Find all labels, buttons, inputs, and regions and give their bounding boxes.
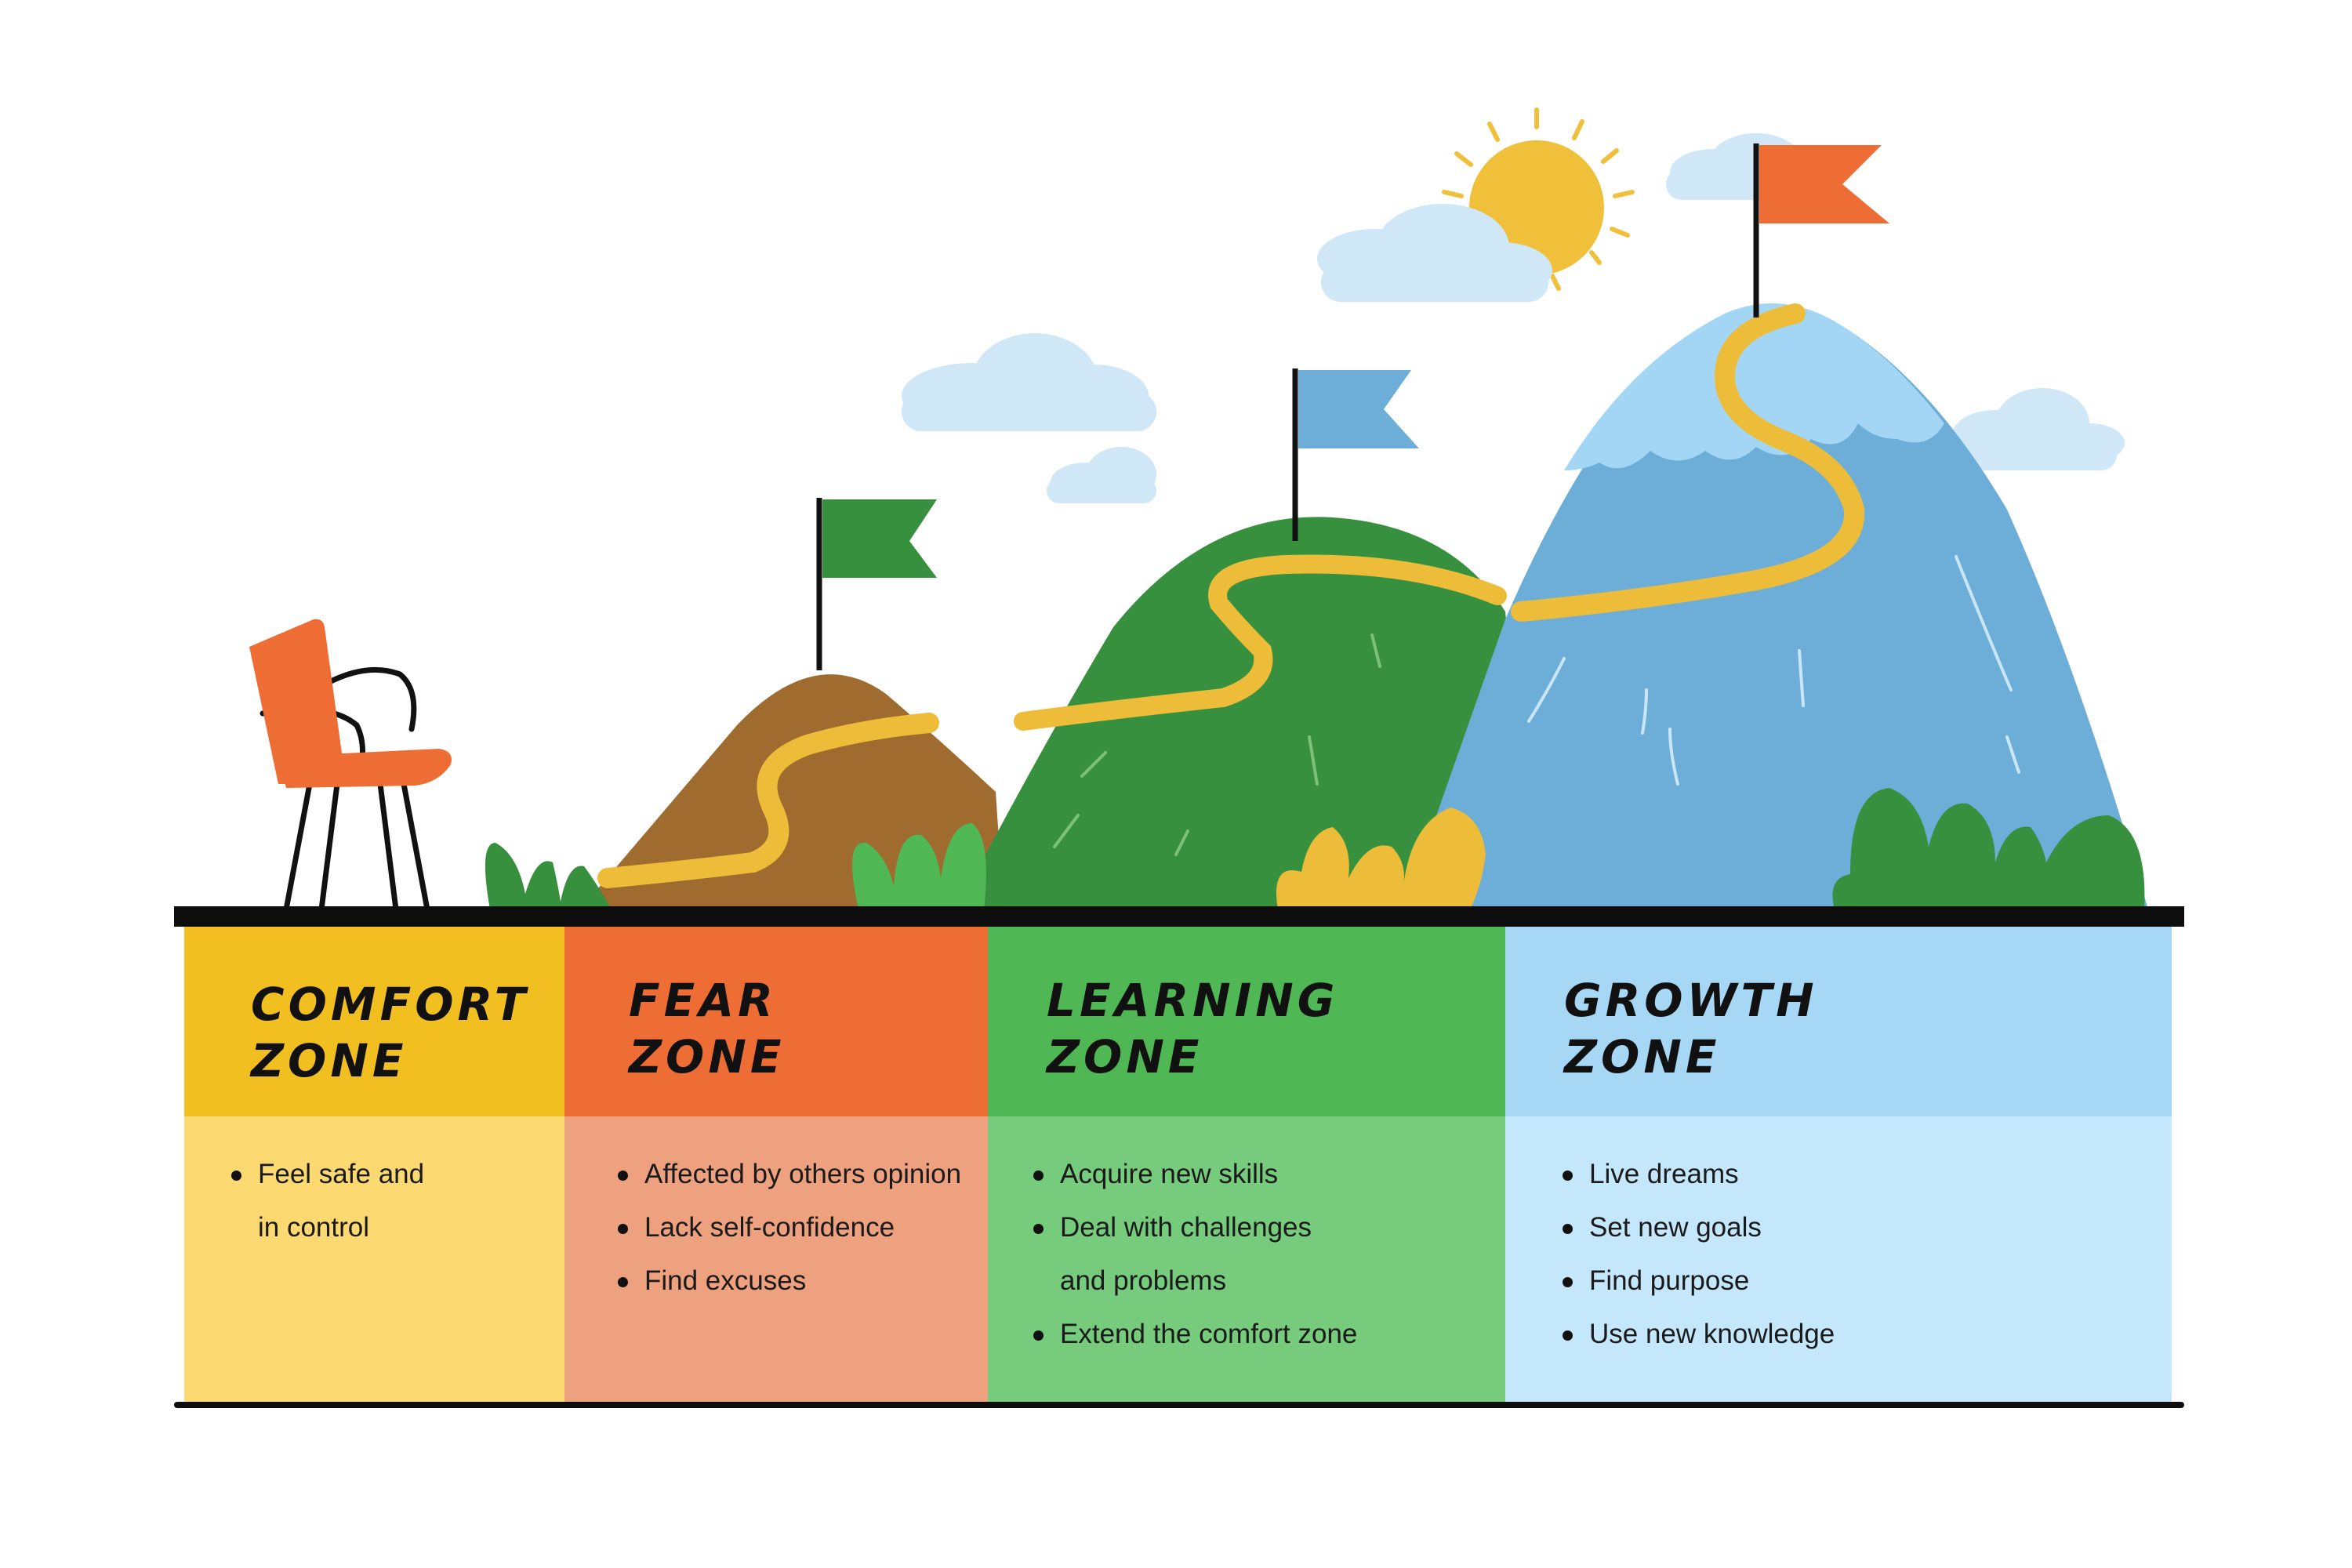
zone-body: Affected by others opinion Lack self-con… xyxy=(564,1116,988,1402)
path-icon xyxy=(1014,554,1507,731)
cloud-icon xyxy=(1047,447,1156,503)
list-item: Acquire new skills xyxy=(1033,1148,1357,1201)
zone-header: FEAR ZONE xyxy=(564,927,988,1116)
zone-title: GROWTH ZONE xyxy=(1564,972,1818,1085)
zone-comfort: COMFORT ZONE Feel safe and in control xyxy=(184,927,564,1402)
title-line: ZONE xyxy=(1564,1030,1721,1083)
flag-icon xyxy=(1292,368,1419,541)
cloud-icon xyxy=(1952,388,2125,470)
zone-body: Feel safe and in control xyxy=(184,1116,564,1402)
list-item: Set new goals xyxy=(1563,1201,1835,1254)
bullet-list: Affected by others opinion Lack self-con… xyxy=(618,1148,961,1308)
title-line: FEAR xyxy=(629,974,777,1027)
flag-icon xyxy=(816,498,937,670)
zone-header: COMFORT ZONE xyxy=(184,927,564,1116)
bullet-list: Feel safe and in control xyxy=(231,1148,424,1254)
bullet-list: Live dreams Set new goals Find purpose U… xyxy=(1563,1148,1835,1361)
list-item: and problems xyxy=(1060,1265,1227,1296)
title-line: GROWTH xyxy=(1564,974,1818,1027)
mountain-icon xyxy=(580,674,1004,909)
zone-fear: FEAR ZONE Affected by others opinion Lac… xyxy=(564,927,988,1402)
zone-header: GROWTH ZONE xyxy=(1505,927,2172,1116)
cloud-icon xyxy=(1317,204,1552,302)
zone-title: FEAR ZONE xyxy=(629,972,786,1085)
mountain-icon xyxy=(956,517,1513,909)
zone-growth: GROWTH ZONE Live dreams Set new goals Fi… xyxy=(1505,927,2172,1402)
zone-body: Acquire new skills Deal with challenges … xyxy=(988,1116,1505,1402)
list-item: Live dreams xyxy=(1563,1148,1835,1201)
zone-title: COMFORT ZONE xyxy=(251,976,529,1089)
bullet-list: Acquire new skills Deal with challenges … xyxy=(1033,1148,1357,1361)
title-line: ZONE xyxy=(629,1030,786,1083)
chair-icon xyxy=(249,619,452,913)
cloud-icon xyxy=(902,333,1156,431)
flag-icon xyxy=(1753,143,1889,318)
bush-icon xyxy=(1276,808,1486,909)
bush-icon xyxy=(485,843,612,909)
base-line xyxy=(174,1402,2184,1408)
zone-learning: LEARNING ZONE Acquire new skills Deal wi… xyxy=(988,927,1505,1402)
list-item: in control xyxy=(258,1212,370,1243)
path-icon xyxy=(1511,303,1865,622)
list-item: Find purpose xyxy=(1563,1254,1835,1308)
list-item: Use new knowledge xyxy=(1563,1308,1835,1361)
ground-line xyxy=(174,906,2184,927)
title-line: LEARNING xyxy=(1047,974,1339,1027)
mountain-icon xyxy=(1403,303,2148,910)
title-line: ZONE xyxy=(1047,1030,1203,1083)
list-item: Lack self-confidence xyxy=(618,1201,961,1254)
path-icon xyxy=(597,713,939,888)
bush-icon xyxy=(1832,788,2145,909)
title-line: ZONE xyxy=(251,1034,408,1087)
zone-title: LEARNING ZONE xyxy=(1047,972,1338,1085)
list-item: Find excuses xyxy=(618,1254,961,1308)
list-item: Deal with challenges xyxy=(1033,1201,1357,1254)
zone-header: LEARNING ZONE xyxy=(988,927,1505,1116)
zone-body: Live dreams Set new goals Find purpose U… xyxy=(1505,1116,2172,1402)
title-line: COMFORT xyxy=(251,978,530,1031)
list-item: Affected by others opinion xyxy=(618,1148,961,1201)
list-item: Extend the comfort zone xyxy=(1033,1308,1357,1361)
bush-icon xyxy=(852,823,986,909)
list-item: Feel safe and xyxy=(231,1148,424,1201)
